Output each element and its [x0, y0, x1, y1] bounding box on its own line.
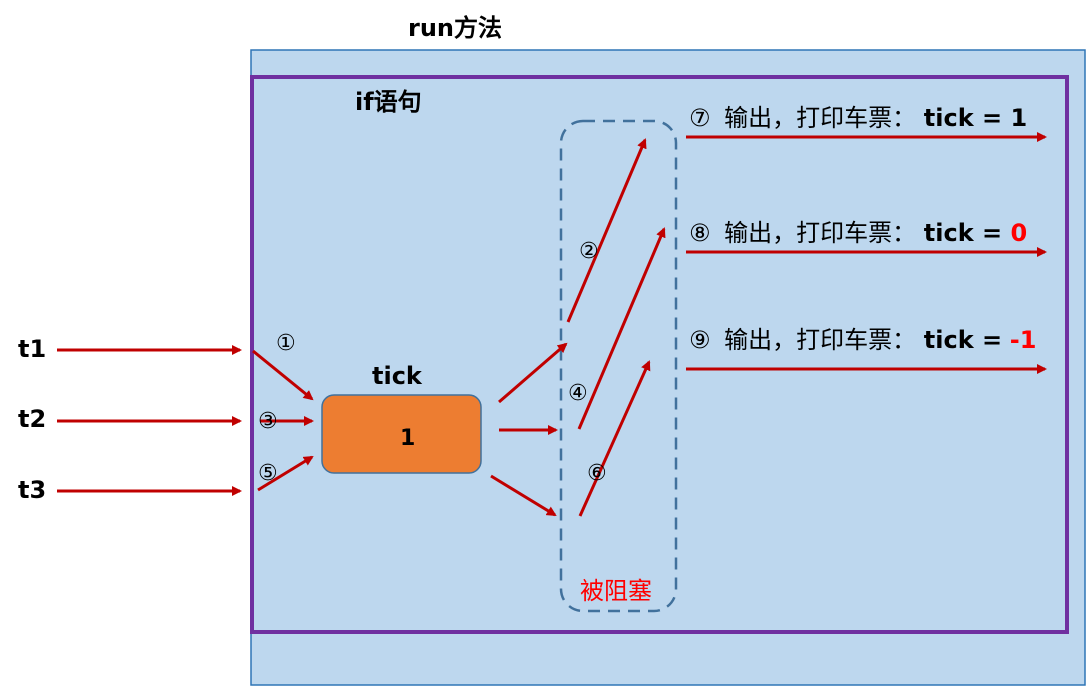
step4-arrow [577, 227, 666, 430]
step3-number: ③ [258, 409, 278, 434]
thread-t2-label: t2 [18, 405, 46, 433]
output2-value: 0 [1011, 219, 1028, 247]
output3-step: ⑨ [689, 326, 711, 354]
output2-step: ⑧ [689, 219, 711, 247]
step4-number: ④ [568, 381, 588, 406]
output2-label: ⑧ 输出，打印车票： tick = 0 [689, 219, 1027, 247]
output3-value: -1 [1010, 326, 1037, 354]
thread-t3-label: t3 [18, 476, 46, 504]
output1-tick-prefix: tick = [924, 104, 1011, 132]
step2-arrow [566, 138, 647, 323]
step2-number: ② [579, 239, 599, 264]
blocked-label: 被阻塞 [580, 577, 652, 605]
output2-tick-prefix: tick = [924, 219, 1011, 247]
if-statement-box [250, 75, 1069, 634]
output3-tick-prefix: tick = [924, 326, 1002, 354]
step1-number: ① [276, 331, 296, 356]
tick-box [321, 394, 482, 474]
step5-number: ⑤ [258, 461, 278, 486]
thread-t1-label: t1 [18, 335, 46, 363]
if-statement-label: if语句 [355, 88, 422, 116]
tick-box-value: 1 [400, 426, 415, 451]
output3-label: ⑨ 输出，打印车票： tick = -1 [689, 326, 1036, 354]
step1-arrow [252, 349, 314, 401]
output1-step: ⑦ [689, 104, 711, 132]
output1-value: 1 [1011, 104, 1028, 132]
output1-label: ⑦ 输出，打印车票： tick = 1 [689, 104, 1027, 132]
tick-box-label: tick [372, 362, 423, 390]
step6-number: ⑥ [587, 461, 607, 486]
blocked-region [559, 119, 678, 613]
output3-text: 输出，打印车票： [724, 326, 916, 354]
output1-text: 输出，打印车票： [724, 104, 916, 132]
run-method-title: run方法 [408, 14, 502, 42]
step6-arrow [578, 360, 651, 517]
step5-arrow [257, 455, 314, 492]
tick-out-arrow-bottom [490, 474, 557, 517]
tick-out-arrow-top [498, 342, 568, 404]
output2-text: 输出，打印车票： [724, 219, 916, 247]
